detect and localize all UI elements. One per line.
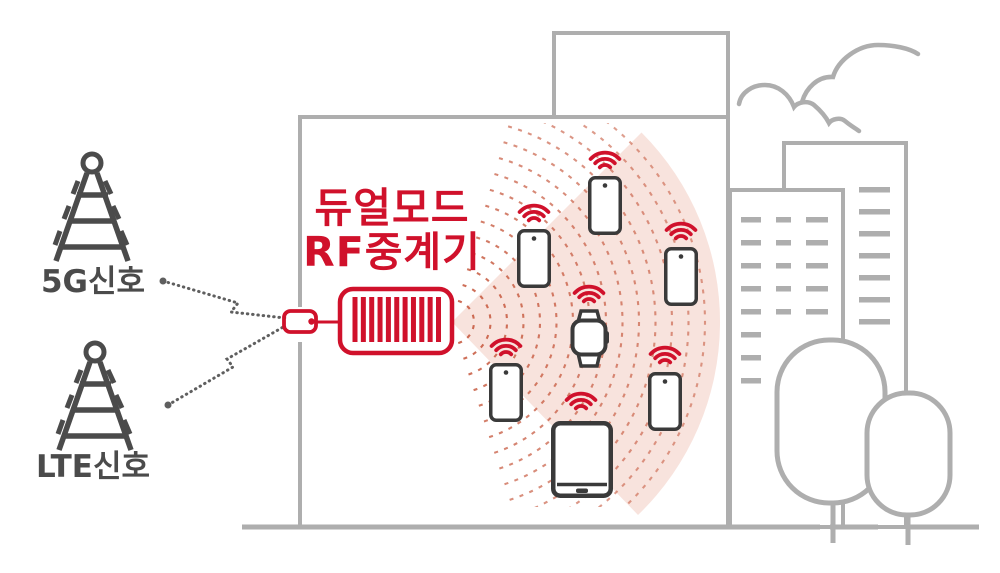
smartphone-icon-2 [588, 176, 622, 235]
smartwatch-icon [570, 309, 609, 368]
rooftop-structure [552, 31, 730, 117]
title-line1: 듀얼모드 [315, 184, 470, 232]
smartphone-icon-3 [664, 247, 698, 306]
building-tall-windows [859, 187, 890, 325]
signal-line-5g [159, 277, 287, 320]
repeater-port-dot [308, 318, 315, 325]
cloud-icon-right [799, 42, 921, 105]
repeater-fins [352, 297, 441, 342]
smartphone-icon-5 [648, 372, 682, 431]
repeater-body [337, 286, 455, 356]
smartphone-icon-1 [517, 229, 551, 288]
title-line2: RF중계기 [303, 228, 481, 276]
label-5g: 5G신호 [41, 264, 145, 300]
tablet-icon [551, 421, 613, 498]
smartphone-icon-4 [489, 363, 523, 422]
cloud-icon-left [736, 82, 862, 134]
cell-tower-5g-icon [55, 154, 128, 261]
tree-small-icon [864, 390, 953, 518]
repeater-icon [282, 286, 455, 356]
tree-trunks [830, 501, 979, 545]
building-mid-windows [741, 217, 828, 384]
label-lte: LTE신호 [36, 449, 150, 485]
signal-line-lte [164, 324, 287, 409]
cell-tower-lte-icon [58, 343, 131, 450]
